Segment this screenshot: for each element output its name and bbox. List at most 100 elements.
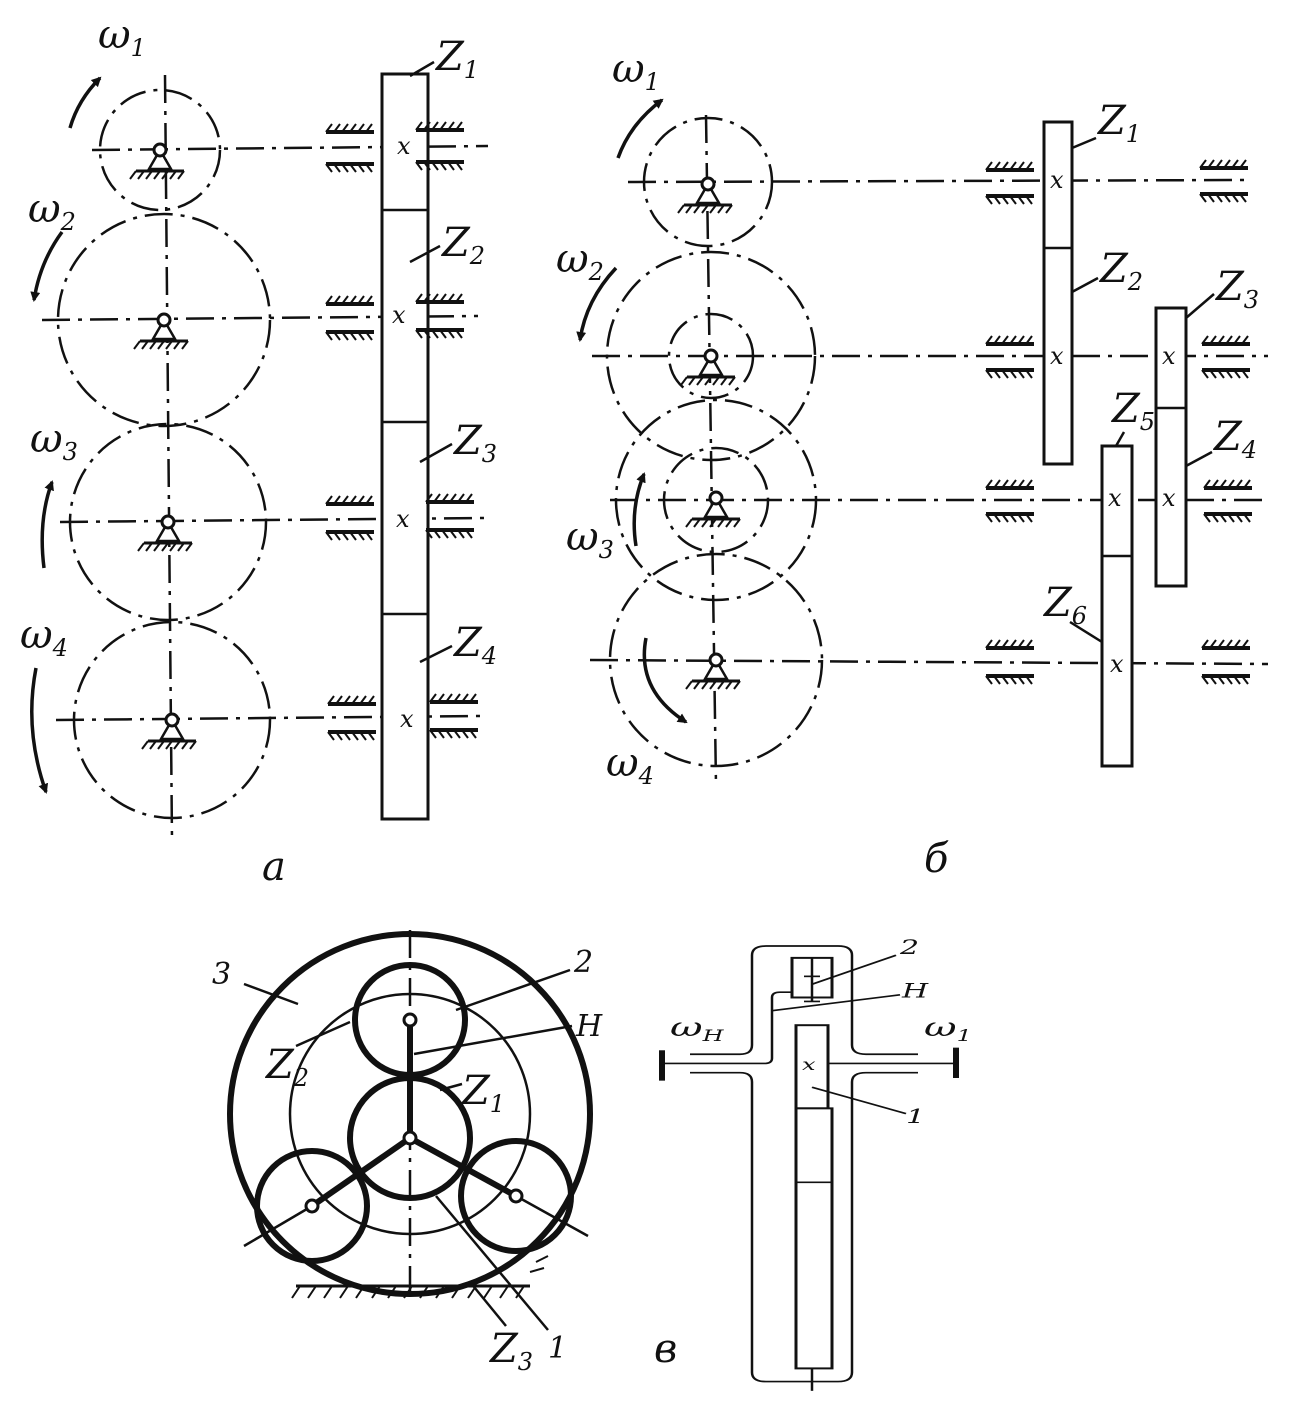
a-gear-circle-2 — [56, 212, 272, 428]
b-gear-label-z1: Z1 — [1096, 98, 1141, 148]
c-planet-pitch-circle — [288, 992, 532, 1236]
b-gear-mark-1: x — [1050, 166, 1064, 194]
c-carrier-arm-right — [408, 1135, 518, 1199]
b-leader-z4 — [1185, 450, 1213, 468]
b-gear-mark-5: x — [1108, 484, 1122, 512]
c-label-carrier: H — [575, 1009, 603, 1044]
a-vertical-axis — [163, 74, 174, 841]
c-side-omega-1: ω1 — [924, 1012, 972, 1045]
c-leader-z3 — [469, 1281, 507, 1327]
b-rotation-arrow-3 — [632, 472, 646, 547]
b-rotation-arrow-1 — [616, 98, 664, 159]
c-leader-ring — [243, 982, 299, 1006]
c-label-z1: Z1 — [460, 1068, 505, 1118]
b-leader-z5 — [1114, 431, 1126, 447]
b-gear-mark-4: x — [1162, 484, 1176, 512]
a-omega-label-1: ω1 — [98, 12, 146, 62]
b-gear-label-z2: Z2 — [1098, 246, 1143, 296]
c-leader-z1 — [439, 1082, 463, 1092]
a-rotation-arrow-3 — [40, 480, 54, 569]
b-shaft-4 — [589, 658, 1269, 666]
b-gear-label-z4: Z4 — [1212, 414, 1257, 464]
a-gear-circle-1 — [98, 88, 222, 212]
b-strip-z3-z4 — [1154, 306, 1188, 588]
c-label-ring: 3 — [212, 957, 231, 992]
c-side-leader-planet — [811, 954, 897, 986]
b-leader-z3 — [1185, 293, 1215, 319]
panel-b: x x x x x x ω1 ω2 ω3 ω4 Z1 Z2 Z3 Z4 Z5 Z… — [556, 46, 1269, 882]
c-side-omega-h: ωH — [670, 1012, 725, 1045]
a-caption: а — [262, 844, 286, 890]
panel-c-planetary-front: 3 2 H Z2 Z1 1 Z3 в — [212, 930, 677, 1376]
c-planet-center-right — [508, 1188, 524, 1204]
a-leader-z4 — [419, 644, 453, 664]
b-omega-label-2: ω2 — [556, 236, 604, 286]
a-gear-label-z3: Z3 — [452, 418, 497, 468]
b-rotation-arrow-2 — [576, 266, 618, 342]
c-ring-gear — [227, 931, 593, 1297]
a-leader-z3 — [419, 442, 453, 464]
a-omega-label-4: ω4 — [20, 612, 68, 662]
c-carrier-arm-left — [310, 1135, 412, 1209]
c-planet-gear-right — [458, 1138, 574, 1254]
c-planet-center-left — [304, 1198, 320, 1214]
c-side-ring-gear — [794, 1107, 834, 1370]
b-gear-mark-2: x — [1050, 342, 1064, 370]
c-axis-line-left — [243, 1204, 313, 1248]
a-rotation-arrow-2 — [30, 230, 64, 302]
a-omega-label-2: ω2 — [28, 186, 76, 236]
a-gear-label-z1: Z1 — [434, 34, 479, 84]
b-leader-z1 — [1071, 136, 1097, 150]
c-leader-z2 — [295, 1020, 351, 1048]
b-shaft-1 — [627, 178, 1251, 184]
b-leader-z6 — [1069, 620, 1103, 644]
b-omega-label-4: ω4 — [606, 740, 654, 790]
a-leader-z1 — [409, 60, 435, 78]
b-strip-z5-z6 — [1100, 444, 1134, 768]
c-side-label-carrier: H — [901, 979, 929, 1002]
c-side-carrier-link — [690, 991, 830, 1065]
c-side-label-sun: 1 — [906, 1104, 925, 1127]
c-label-z2: Z2 — [264, 1042, 309, 1092]
c-planet-gear-left — [254, 1148, 370, 1264]
a-gear-strip — [380, 72, 430, 821]
panel-a: x x x x ω1 ω2 ω3 ω4 Z1 Z2 Z3 Z4 а — [20, 12, 497, 890]
b-pivot-support-4 — [684, 652, 742, 691]
a-gear-mark-2: x — [392, 301, 406, 329]
a-rotation-arrow-4 — [30, 667, 49, 794]
b-vertical-axis — [704, 114, 718, 786]
b-gear-label-z5: Z5 — [1110, 386, 1155, 436]
c-side-leader-sun — [811, 1086, 907, 1115]
a-pivot-support-1 — [128, 142, 186, 181]
b-gear-mark-6: x — [1110, 650, 1124, 678]
panel-c-planetary-side: x 2 H 1 ωH ω1 — [659, 935, 972, 1391]
c-leader-planet — [455, 968, 571, 1012]
c-leader-sun — [435, 1195, 549, 1331]
c-planet-center-top — [402, 1012, 418, 1028]
b-caption: б — [924, 836, 949, 882]
c-side-leader-carrier — [771, 994, 901, 1012]
a-gear-label-z2: Z2 — [440, 220, 485, 270]
c-side-label-planet: 2 — [899, 935, 919, 958]
b-gear-mark-3: x — [1162, 342, 1176, 370]
b-pivot-support-3 — [684, 490, 742, 529]
b-gear-label-z3: Z3 — [1214, 264, 1259, 314]
a-gear-mark-3: x — [396, 505, 410, 533]
c-sun-center — [402, 1130, 418, 1146]
c-side-gear-mark: x — [802, 1055, 816, 1074]
c-side-sun-gear — [794, 1024, 830, 1110]
c-caption: в — [654, 1326, 677, 1372]
a-pivot-support-4 — [140, 712, 198, 751]
b-gear-label-z6: Z6 — [1042, 580, 1087, 630]
a-gear-label-z4: Z4 — [452, 620, 497, 670]
c-label-z3: Z3 — [488, 1326, 533, 1376]
c-label-sun: 1 — [548, 1331, 567, 1366]
a-omega-label-3: ω3 — [30, 416, 78, 466]
a-gear-mark-1: x — [397, 132, 411, 160]
b-pivot-support-1 — [676, 176, 734, 215]
b-gear-circle-4 — [608, 552, 824, 768]
b-omega-label-1: ω1 — [612, 46, 660, 96]
b-leader-z2 — [1071, 276, 1099, 294]
c-label-planet: 2 — [573, 945, 593, 980]
